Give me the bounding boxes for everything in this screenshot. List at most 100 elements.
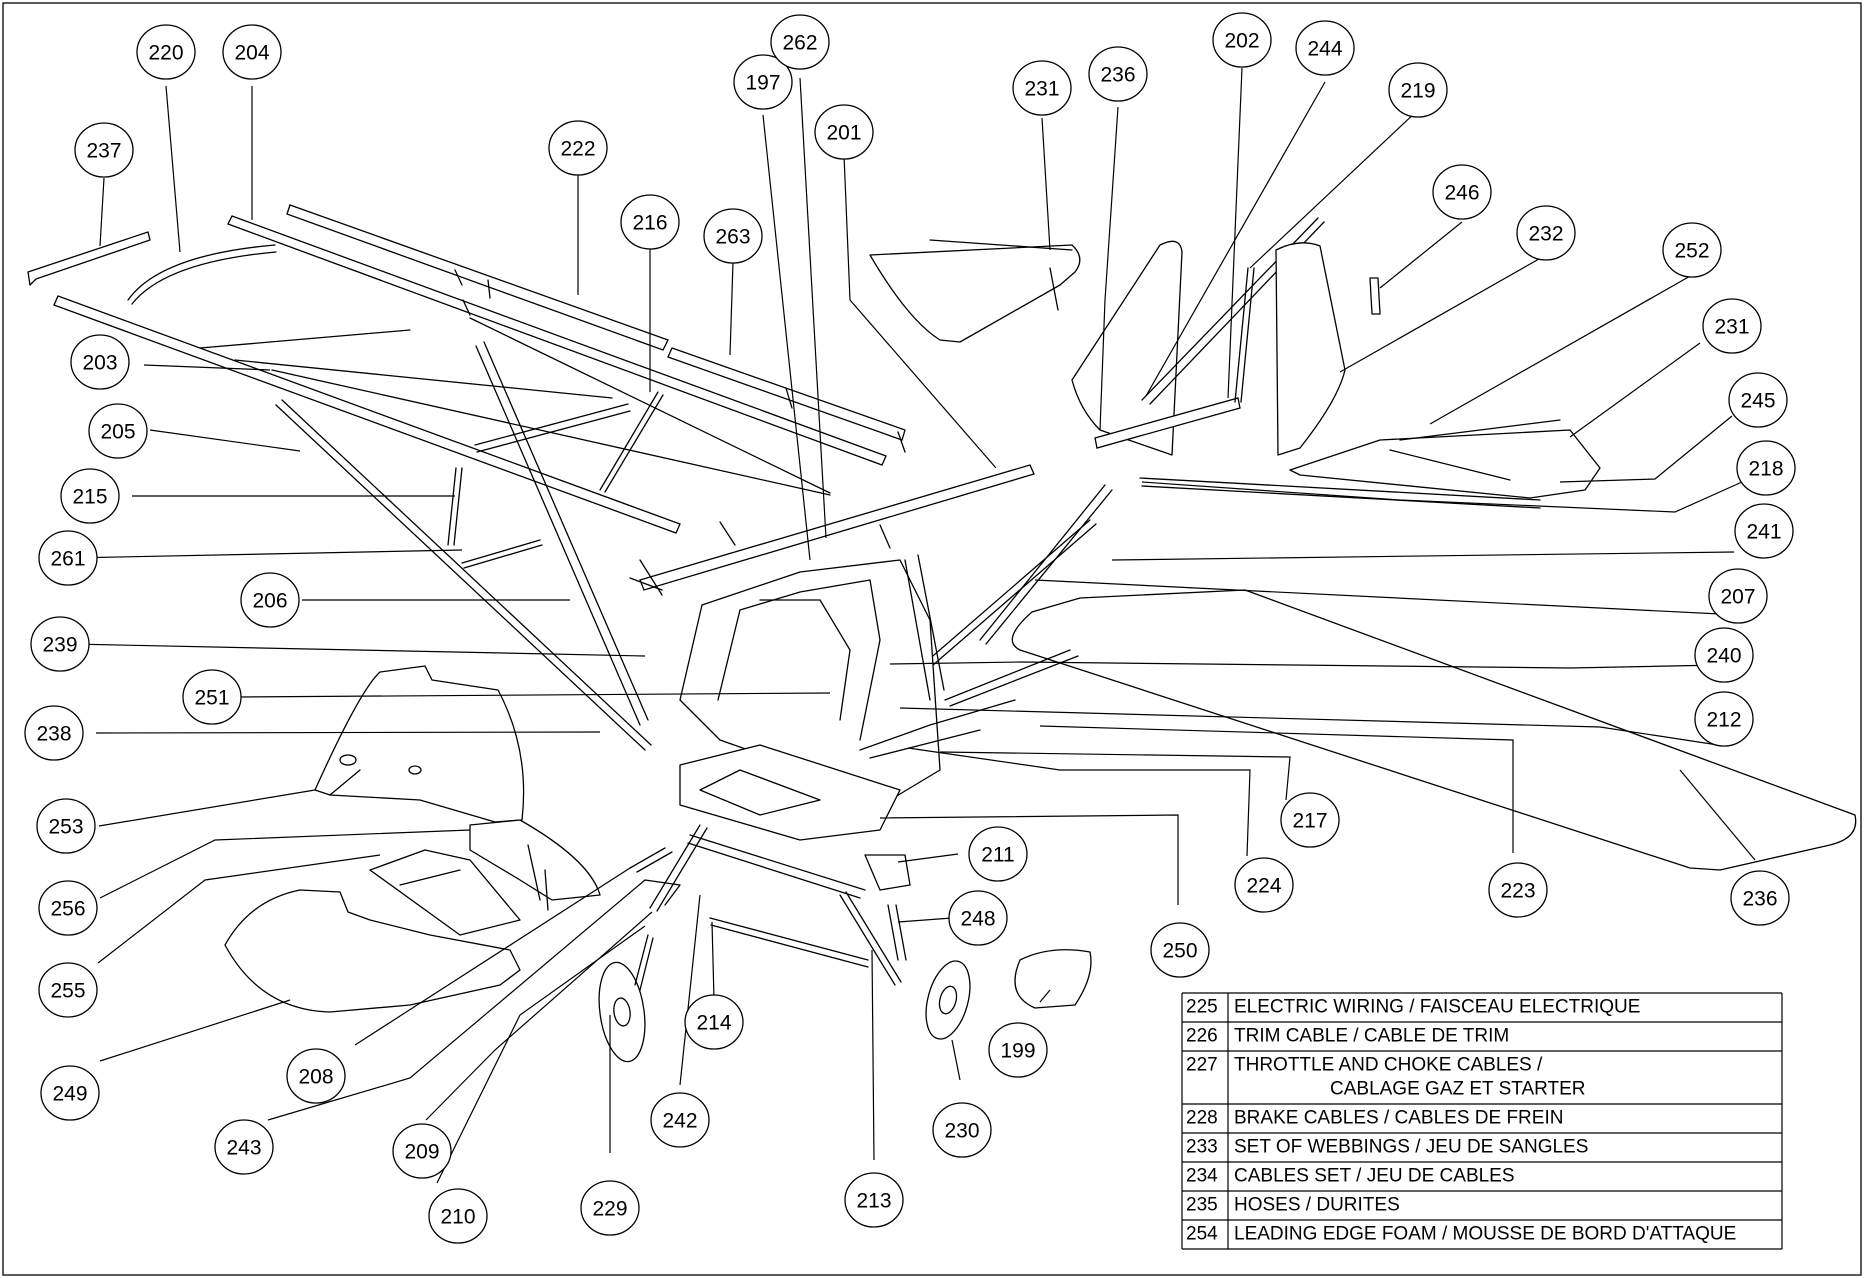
callout-number: 222 [560,138,595,161]
part-202-tube [1094,397,1241,449]
legend-row-235: 235 HOSES / DURITES [1186,1195,1400,1216]
callout-circle [392,1123,452,1179]
callout-215: 215 [60,468,120,524]
callout-circle [1694,627,1754,683]
legend-description: CABLES SET / JEU DE CABLES [1234,1166,1515,1187]
callout-number: 201 [826,122,861,145]
legend-description: SET OF WEBBINGS / JEU DE SANGLES [1234,1137,1588,1158]
callout-circle [1150,922,1210,978]
callout-circle [1088,46,1148,102]
part-203-keel-tube [53,295,681,534]
callout-199: 199 [988,1022,1048,1078]
callout-231: 231 [1702,298,1762,354]
callout-256: 256 [38,880,98,936]
callout-number: 230 [944,1120,979,1143]
callout-circle [38,880,98,936]
callout-number: 202 [1224,30,1259,53]
callout-circle [214,1119,274,1175]
callout-circle [1736,440,1796,496]
callout-circle [38,530,98,586]
callout-circle [1728,372,1788,428]
part-201-tube [639,464,1035,591]
callout-252: 252 [1662,222,1722,278]
callout-circle [968,826,1028,882]
callout-242: 242 [650,1092,710,1148]
callout-248: 248 [948,890,1008,946]
callout-circle [1012,60,1072,116]
legend-description: BRAKE CABLES / CABLES DE FREIN [1234,1108,1563,1129]
callout-212: 212 [1694,691,1754,747]
callout-circle [1432,164,1492,220]
part-199-panel [1014,949,1092,1009]
callout-231: 231 [1012,60,1072,116]
part-222-tube [286,204,669,351]
callout-number: 213 [856,1190,891,1213]
callout-number: 203 [82,352,117,375]
part-240-wing [1011,589,1857,871]
callout-circle [182,669,242,725]
part-241-tube [979,484,1113,645]
part-261-strut [461,539,543,569]
callout-circle [548,120,608,176]
legend-code: 254 [1186,1224,1218,1245]
callout-number: 231 [1714,316,1749,339]
callout-216: 216 [620,194,680,250]
part-236-fin [1071,240,1183,456]
callout-261: 261 [38,530,98,586]
callout-number: 210 [440,1206,475,1229]
part-215-strut [447,467,463,546]
callout-circle [428,1188,488,1244]
callout-239: 239 [30,616,90,672]
part-253-fairing [314,665,525,823]
callout-number: 220 [148,42,183,65]
callout-circle [1388,62,1448,118]
part-246-plate [1369,277,1381,315]
callout-circle [36,798,96,854]
callout-number: 249 [52,1083,87,1106]
callout-232: 232 [1516,205,1576,261]
callout-circle [1734,503,1794,559]
callout-number: 206 [252,590,287,613]
callout-202: 202 [1212,12,1272,68]
callout-208: 208 [286,1048,346,1104]
callout-205: 205 [88,403,148,459]
callout-circle [684,994,744,1050]
legend-description: THROTTLE AND CHOKE CABLES / [1234,1055,1543,1076]
callout-number: 250 [1162,940,1197,963]
callout-246: 246 [1432,164,1492,220]
part-229-wheel [598,961,646,1063]
callout-207: 207 [1708,568,1768,624]
part-231-surface [869,244,1081,343]
callout-number: 209 [404,1141,439,1164]
callout-236: 236 [1730,870,1790,926]
callout-circle [24,705,84,761]
legend-code: 235 [1186,1195,1218,1216]
callout-number: 244 [1307,38,1342,61]
legend-code: 234 [1186,1166,1218,1187]
callout-number: 219 [1400,80,1435,103]
legend-description: HOSES / DURITES [1234,1195,1400,1216]
callout-251: 251 [182,669,242,725]
callout-number: 236 [1100,64,1135,87]
part-220-curved-tube [127,244,277,305]
legend-row-234: 234 CABLES SET / JEU DE CABLES [1186,1166,1515,1187]
leader-lines [69,67,1756,1184]
part-219-tube [1234,267,1255,403]
part-249-windscreen [224,889,521,1013]
callout-number: 240 [1706,645,1741,668]
callout-number: 256 [50,898,85,921]
callout-245: 245 [1728,372,1788,428]
callout-circle [932,1102,992,1158]
callout-circle [30,616,90,672]
callout-223: 223 [1488,862,1548,918]
callout-number: 246 [1444,182,1479,205]
callout-number: 199 [1000,1040,1035,1063]
callout-number: 252 [1674,240,1709,263]
callout-number: 215 [72,486,107,509]
callout-number: 261 [50,548,85,571]
callout-250: 250 [1150,922,1210,978]
part-256-fairing [469,819,601,901]
